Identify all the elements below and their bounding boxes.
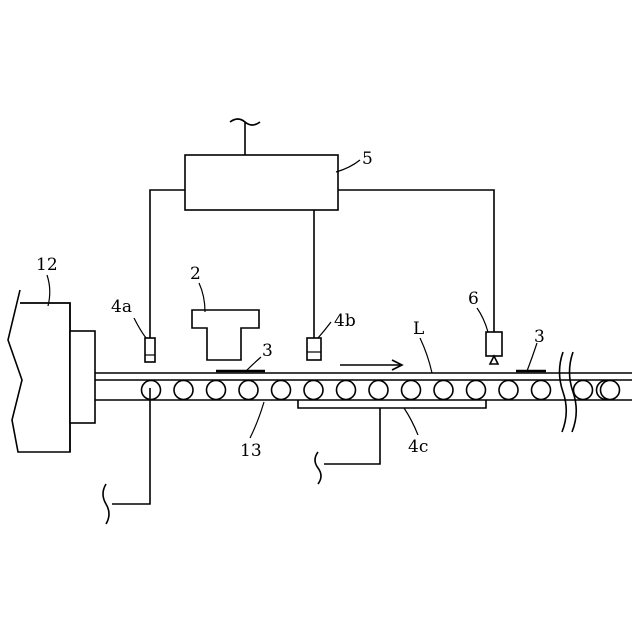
machine-12-body: [20, 303, 70, 452]
sensor-4a: [145, 338, 155, 362]
marker-6-nozzle: [490, 356, 498, 364]
wire-sensor-4c: [315, 408, 380, 484]
label-sensor-4b: 4b: [334, 311, 356, 331]
roller: [239, 381, 258, 400]
device-2: [192, 310, 259, 360]
wire-controller-to-6: [338, 190, 494, 332]
leader-4a: [134, 318, 146, 338]
roller: [402, 381, 421, 400]
label-device: 2: [190, 264, 201, 284]
leader-13: [250, 402, 264, 438]
break-mark: [560, 352, 577, 432]
wire-controller-to-4a: [150, 190, 185, 338]
label-sensor-4a: 4a: [111, 297, 132, 317]
roller: [304, 381, 323, 400]
leader-4c: [404, 408, 418, 435]
roller: [337, 381, 356, 400]
label-sheet-left: 3: [262, 341, 273, 361]
wire-roller-drive: [103, 388, 150, 524]
machine-12-outlet: [70, 331, 95, 423]
label-controller: 5: [362, 149, 373, 169]
leader-2: [199, 283, 205, 312]
sensor-4c: [298, 400, 486, 408]
leader-4b: [318, 322, 331, 338]
leader-L: [420, 338, 432, 373]
roller: [174, 381, 193, 400]
leader-12: [47, 275, 50, 306]
marker-6: [486, 332, 502, 356]
roller: [142, 381, 161, 400]
leader-6: [477, 308, 488, 332]
leader-3-right: [527, 343, 537, 371]
controller-box: [185, 155, 338, 210]
roller: [434, 381, 453, 400]
leader-3-left: [246, 357, 261, 371]
roller-row: [142, 381, 620, 400]
label-rollers: 13: [240, 441, 262, 461]
label-line: L: [413, 319, 424, 339]
roller: [499, 381, 518, 400]
controller-power-lead: [230, 119, 260, 155]
label-sheet-right: 3: [534, 327, 545, 347]
roller: [207, 381, 226, 400]
label-sensor-4c: 4c: [408, 437, 428, 457]
roller: [369, 381, 388, 400]
label-machine: 12: [36, 255, 58, 275]
label-marker: 6: [468, 289, 479, 309]
roller: [532, 381, 551, 400]
machine-12: [8, 290, 70, 452]
roller: [272, 381, 291, 400]
roller: [574, 381, 593, 400]
sensor-4b: [307, 338, 321, 360]
roller: [601, 381, 620, 400]
roller: [467, 381, 486, 400]
leader-5: [336, 160, 360, 172]
